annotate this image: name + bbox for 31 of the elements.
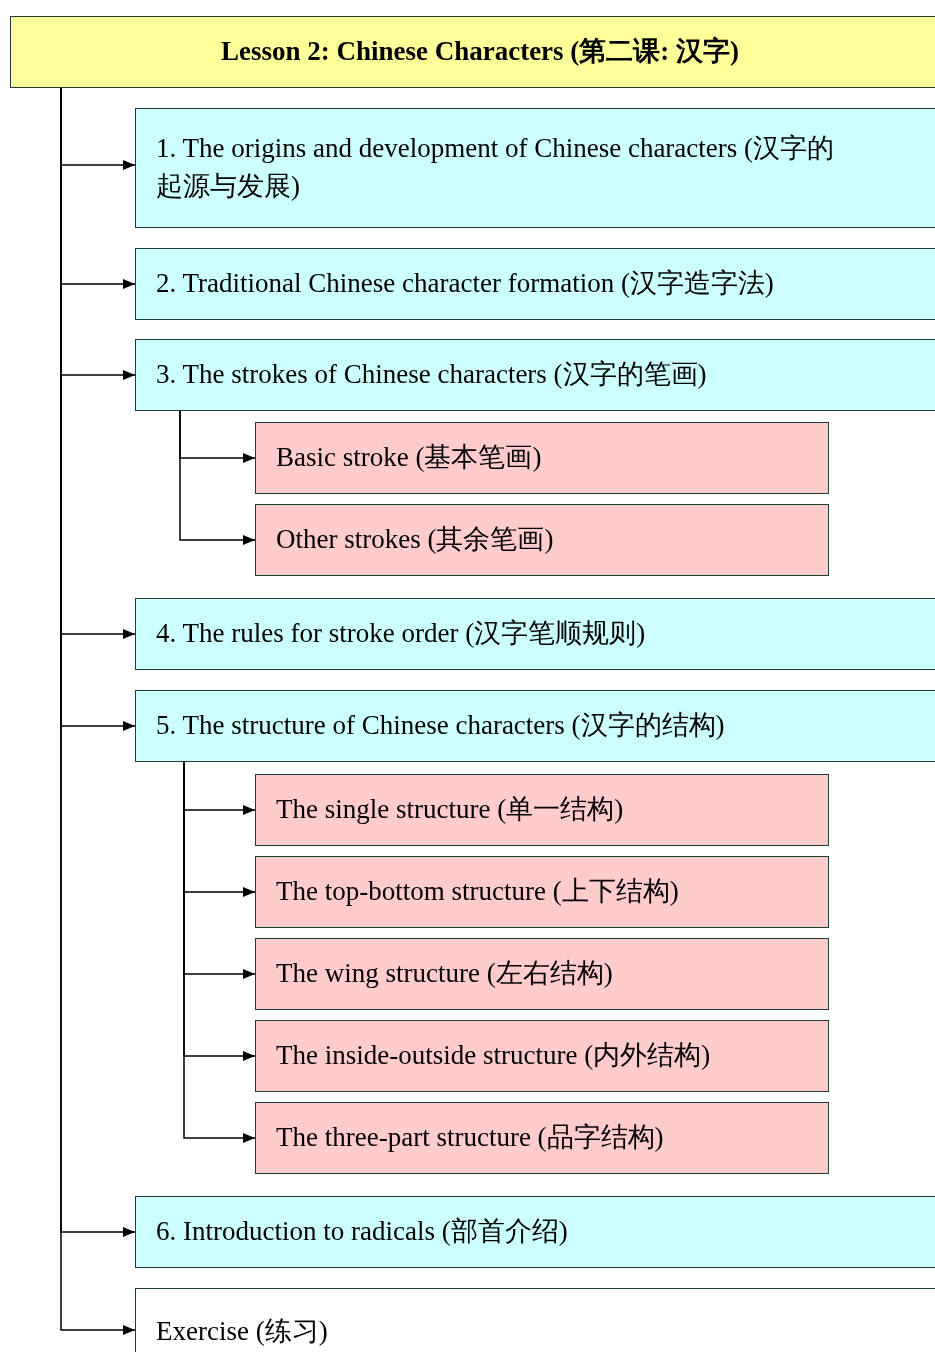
- topic-text: Other strokes (其余笔画): [276, 523, 554, 557]
- arrow: [179, 410, 256, 545]
- topic-box: [135, 108, 935, 228]
- topic-text: Lesson 2: Chinese Characters (第二课: 汉字): [220, 35, 740, 69]
- subtopic-box: [255, 1020, 829, 1092]
- topic-text: 2. Traditional Chinese character formation (汉字造字法): [156, 267, 774, 301]
- subtopic-box: [255, 938, 829, 1010]
- exercise-box: [135, 1288, 935, 1352]
- topic-text: Basic stroke (基本笔画): [276, 441, 542, 475]
- topic-text: 4. The rules for stroke order (汉字笔顺规则): [156, 617, 646, 651]
- topic-text: The single structure (单一结构): [276, 793, 624, 827]
- title-box: [10, 16, 935, 88]
- subtopic-box: [255, 856, 829, 928]
- subtopic-box: [255, 422, 829, 494]
- topic-box: [135, 690, 935, 762]
- topic-text: 6. Introduction to radicals (部首介绍): [156, 1215, 568, 1249]
- topic-box: [135, 339, 935, 411]
- topic-text: The three-part structure (品字结构): [276, 1121, 664, 1155]
- subtopic-box: [255, 504, 829, 576]
- topic-text: 5. The structure of Chinese characters (汉字的结构): [156, 709, 725, 743]
- topic-text: The wing structure (左右结构): [276, 957, 613, 991]
- subtopic-box: [255, 774, 829, 846]
- topic-text: Exercise (练习): [156, 1315, 328, 1348]
- topic-text: 1. The origins and development of Chinese characters (汉字的起源与发展): [156, 132, 836, 203]
- subtopic-box: [255, 1102, 829, 1174]
- topic-box: [135, 598, 935, 670]
- topic-text: 3. The strokes of Chinese characters (汉字的笔画): [156, 358, 707, 392]
- topic-box: [135, 1196, 935, 1268]
- topic-text: The inside-outside structure (内外结构): [276, 1039, 711, 1073]
- topic-box: [135, 248, 935, 320]
- topic-text: The top-bottom structure (上下结构): [276, 875, 679, 909]
